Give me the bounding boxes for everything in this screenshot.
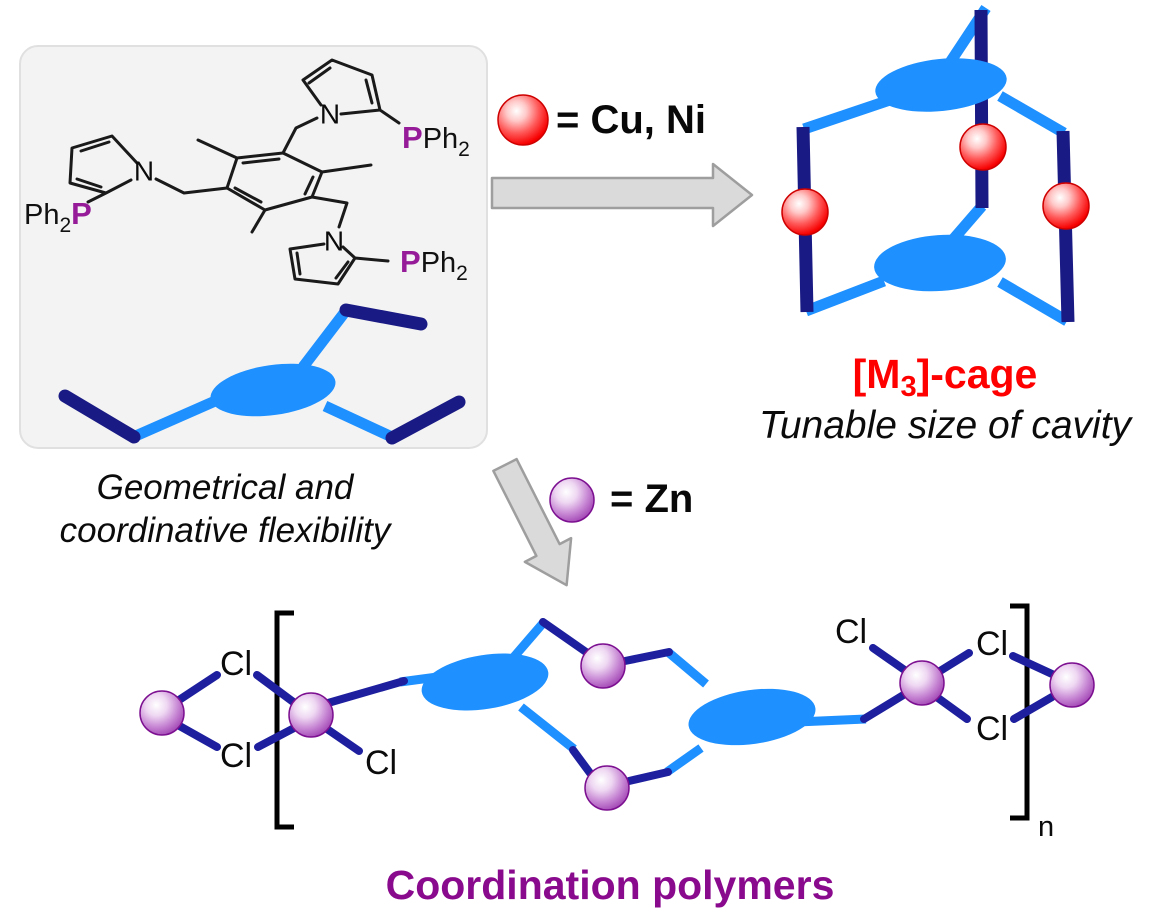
schematic-arm-tips [58, 303, 466, 445]
subscript-2: 2 [456, 262, 468, 285]
cage-arms [802, 4, 1070, 326]
reaction-arrow-down-icon [492, 457, 573, 587]
polymer-ellipse-right [688, 688, 816, 746]
cage-metal-sphere [781, 188, 829, 236]
legend-cu-ni-text: = Cu, Ni [556, 98, 707, 142]
polymer-arms [399, 619, 867, 776]
molecule-bonds [68, 58, 401, 286]
p-atom: P [402, 120, 423, 155]
polymer-ellipse-left [421, 653, 549, 711]
ligand-structure: N N N PPh2 Ph2P PPh2 [24, 58, 470, 286]
ligand-caption-line1: Geometrical and [96, 468, 354, 507]
ph-group: Ph [24, 199, 59, 231]
polymer-caption: Coordination polymers [385, 862, 835, 908]
cage-caption: [M3]-cage Tunable size of cavity [745, 351, 1145, 448]
cage-subtitle: Tunable size of cavity [758, 404, 1132, 448]
ligand-schematic [58, 303, 466, 445]
pyrrole-n-label-left: N [134, 156, 154, 187]
cu-ni-metal-sphere-icon [497, 94, 549, 146]
pyrrole-n-label-bottom: N [324, 226, 344, 257]
p-atom: P [71, 196, 92, 231]
zn-metal-sphere-icon [549, 477, 595, 523]
cage-bottom-ellipse [874, 234, 1006, 292]
polymer-bonds [172, 618, 1056, 785]
cage-title-close: ]-cage [916, 351, 1038, 397]
ph-group: Ph [423, 123, 458, 155]
cage-title-subscript: 3 [900, 371, 917, 403]
repeat-subscript-n: n [1038, 811, 1054, 843]
ph2p-label-left: Ph2P [24, 196, 92, 237]
cage-top-ellipse [875, 58, 1007, 112]
coordination-polymer: Cl Cl Cl Cl Cl Cl n [139, 603, 1095, 843]
chloride-label: Cl [976, 710, 1008, 748]
subscript-2: 2 [458, 138, 470, 161]
cage-metal-sphere [959, 123, 1007, 171]
ligand-caption-line2: coordinative flexibility [59, 511, 391, 551]
chloride-label: Cl [365, 744, 397, 782]
chloride-label: Cl [220, 737, 252, 775]
reaction-arrow-right-icon [490, 162, 754, 228]
zn-sphere [1049, 662, 1095, 708]
pph2-label-bottom: PPh2 [400, 244, 468, 285]
zn-sphere [899, 660, 945, 706]
legend-zn-text: = Zn [610, 477, 694, 521]
chloride-label: Cl [976, 625, 1008, 663]
schematic-arms [128, 304, 397, 444]
cage-title: [M3]-cage [745, 351, 1145, 403]
bracket-left [274, 610, 294, 830]
ligand-panel [19, 45, 488, 449]
pyrrole-n-label-top: N [320, 99, 340, 130]
ligand-core-ellipse [210, 363, 336, 417]
zn-sphere [139, 690, 185, 736]
zn-sphere [288, 692, 334, 738]
ligand-caption: Geometrical and coordinative flexibility [25, 466, 425, 553]
subscript-2: 2 [59, 214, 71, 237]
zn-sphere [584, 765, 630, 811]
p-atom: P [400, 244, 421, 279]
m3-cage [781, 4, 1090, 326]
zn-sphere [580, 643, 626, 689]
legend-cu-ni-label: = Cu, Ni [556, 98, 706, 143]
cage-metal-sphere [1042, 182, 1090, 230]
ph-group: Ph [421, 247, 456, 279]
cage-title-open: [M [852, 351, 901, 397]
chloride-label: Cl [220, 645, 252, 683]
chloride-label: Cl [835, 613, 867, 651]
pph2-label-top: PPh2 [402, 120, 470, 161]
legend-zn-label: = Zn [610, 477, 693, 522]
